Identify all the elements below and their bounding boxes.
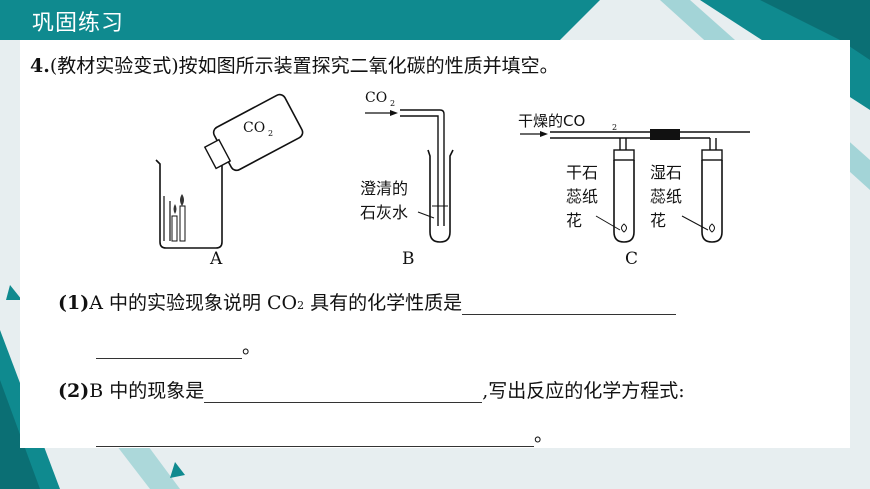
deco-small-triangle-left — [6, 285, 22, 300]
dry-label-1: 干石 — [566, 163, 598, 182]
caption-c: C — [625, 249, 638, 269]
question-text: (教材实验变式)按如图所示装置探究二氧化碳的性质并填空。 — [49, 55, 559, 77]
figure-a: CO 2 A — [155, 93, 304, 269]
gas-label-c: 干燥的CO — [518, 112, 585, 130]
question-number: 4. — [30, 55, 50, 77]
wet-label-3: 花 — [650, 211, 666, 230]
limewater-label-1: 澄清的 — [360, 179, 408, 198]
deco-small-triangle — [170, 462, 185, 478]
bottle-neck — [203, 138, 232, 170]
sub-question-1-number: (1) — [58, 292, 90, 314]
stopper-left — [613, 149, 635, 161]
answer-blank-1a[interactable] — [462, 294, 677, 315]
gas-label-c-sub: 2 — [612, 123, 617, 132]
flower-wet — [709, 223, 715, 233]
dry-label-3: 花 — [566, 211, 582, 230]
sub-question-2: (2)B 中的现象是 ,写出反应的化学方程式: — [58, 376, 685, 403]
sub-question-2-text: B 中的现象是 — [89, 380, 205, 402]
limewater-label-2: 石灰水 — [360, 203, 408, 222]
content-card — [20, 40, 850, 448]
bottle-label: CO — [243, 120, 265, 136]
apparatus-figure: CO 2 A CO 2 澄清的 石灰水 B 干燥的CO 2 — [155, 90, 750, 269]
sub-question-1-text-after: 具有的化学性质是 — [304, 292, 463, 314]
sub-question-2-number: (2) — [58, 380, 90, 402]
test-tube-b — [427, 149, 454, 243]
delivery-tube-b — [400, 109, 445, 226]
answer-blank-2a[interactable] — [204, 382, 483, 403]
caption-b: B — [402, 249, 415, 269]
question-stem: 4.(教材实验变式)按如图所示装置探究二氧化碳的性质并填空。 — [30, 51, 559, 78]
figure-c: 干燥的CO 2 干石 蕊纸 花 湿石 蕊纸 花 C — [518, 112, 750, 269]
candle-upper — [179, 205, 186, 242]
sub-question-1: (1)A 中的实验现象说明 CO2 具有的化学性质是 — [58, 288, 677, 315]
stopper-right — [701, 149, 723, 161]
gas-label-b-sub: 2 — [390, 99, 395, 108]
candle-lower — [171, 215, 178, 242]
sub-question-1-text: A 中的实验现象说明 CO — [89, 292, 298, 314]
beaker — [155, 159, 223, 249]
test-tube-dry — [613, 160, 635, 243]
bottle-label-sub: 2 — [268, 129, 273, 138]
wet-label-1: 湿石 — [650, 163, 682, 182]
answer-blank-1b[interactable] — [96, 338, 242, 359]
candle-stand — [163, 196, 171, 241]
figure-b: CO 2 澄清的 石灰水 B — [360, 90, 454, 269]
flower-dry — [621, 223, 627, 233]
sub-question-1-cont: 。 — [96, 332, 261, 359]
answer-blank-2b[interactable] — [96, 426, 534, 447]
caption-a: A — [209, 249, 223, 269]
sub-question-2-end: 。 — [534, 424, 554, 446]
header-bar: 巩固练习 — [0, 0, 870, 40]
sub-question-2-cont: 。 — [96, 420, 553, 447]
gas-label-b: CO — [365, 90, 387, 106]
header-band — [0, 0, 600, 40]
rubber-connector — [650, 129, 680, 140]
test-tube-wet — [701, 160, 723, 243]
sub-question-1-end: 。 — [242, 336, 262, 358]
page-title: 巩固练习 — [32, 11, 125, 36]
deco-triangle-top-right-dark — [760, 0, 870, 60]
dry-label-2: 蕊纸 — [566, 187, 598, 206]
sub-question-1-sub: 2 — [297, 299, 305, 312]
flame-lower — [173, 204, 177, 214]
sub-question-2-text-mid: ,写出反应的化学方程式: — [482, 380, 685, 402]
flame-upper — [180, 194, 184, 206]
wet-label-2: 蕊纸 — [650, 187, 682, 206]
